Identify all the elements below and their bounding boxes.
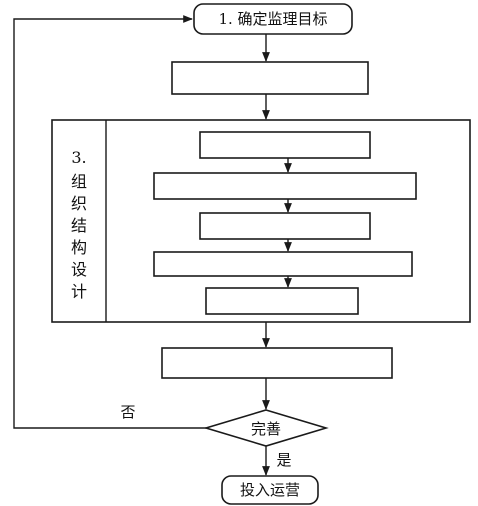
step4-box	[161, 347, 393, 379]
no-branch-loop	[13, 15, 206, 429]
start-box-label: 1. 确定监理目标	[218, 10, 327, 28]
org-design-label-char: 组	[71, 172, 87, 191]
org-design-label-char: 计	[71, 282, 87, 301]
inner-box-3	[199, 212, 371, 240]
org-design-label-char: 设	[71, 260, 87, 279]
step2-box	[171, 61, 369, 95]
no-branch-label: 否	[120, 403, 135, 421]
yes-branch-label: 是	[276, 451, 291, 469]
start-box	[193, 3, 353, 35]
org-design-label-char: 织	[71, 194, 87, 213]
org-design-label: 3. 组 织 结 构 设 计	[71, 148, 87, 301]
org-design-label-char: 结	[71, 216, 87, 235]
inner-box-1	[199, 131, 371, 159]
decision-label: 完善	[251, 420, 281, 438]
org-design-label-char: 构	[71, 238, 87, 257]
org-design-label-number: 3.	[71, 148, 86, 167]
end-box-label: 投入运营	[240, 481, 300, 499]
inner-box-5	[205, 287, 359, 315]
end-box	[221, 475, 319, 505]
inner-box-4	[153, 251, 413, 277]
inner-box-2	[153, 172, 417, 200]
